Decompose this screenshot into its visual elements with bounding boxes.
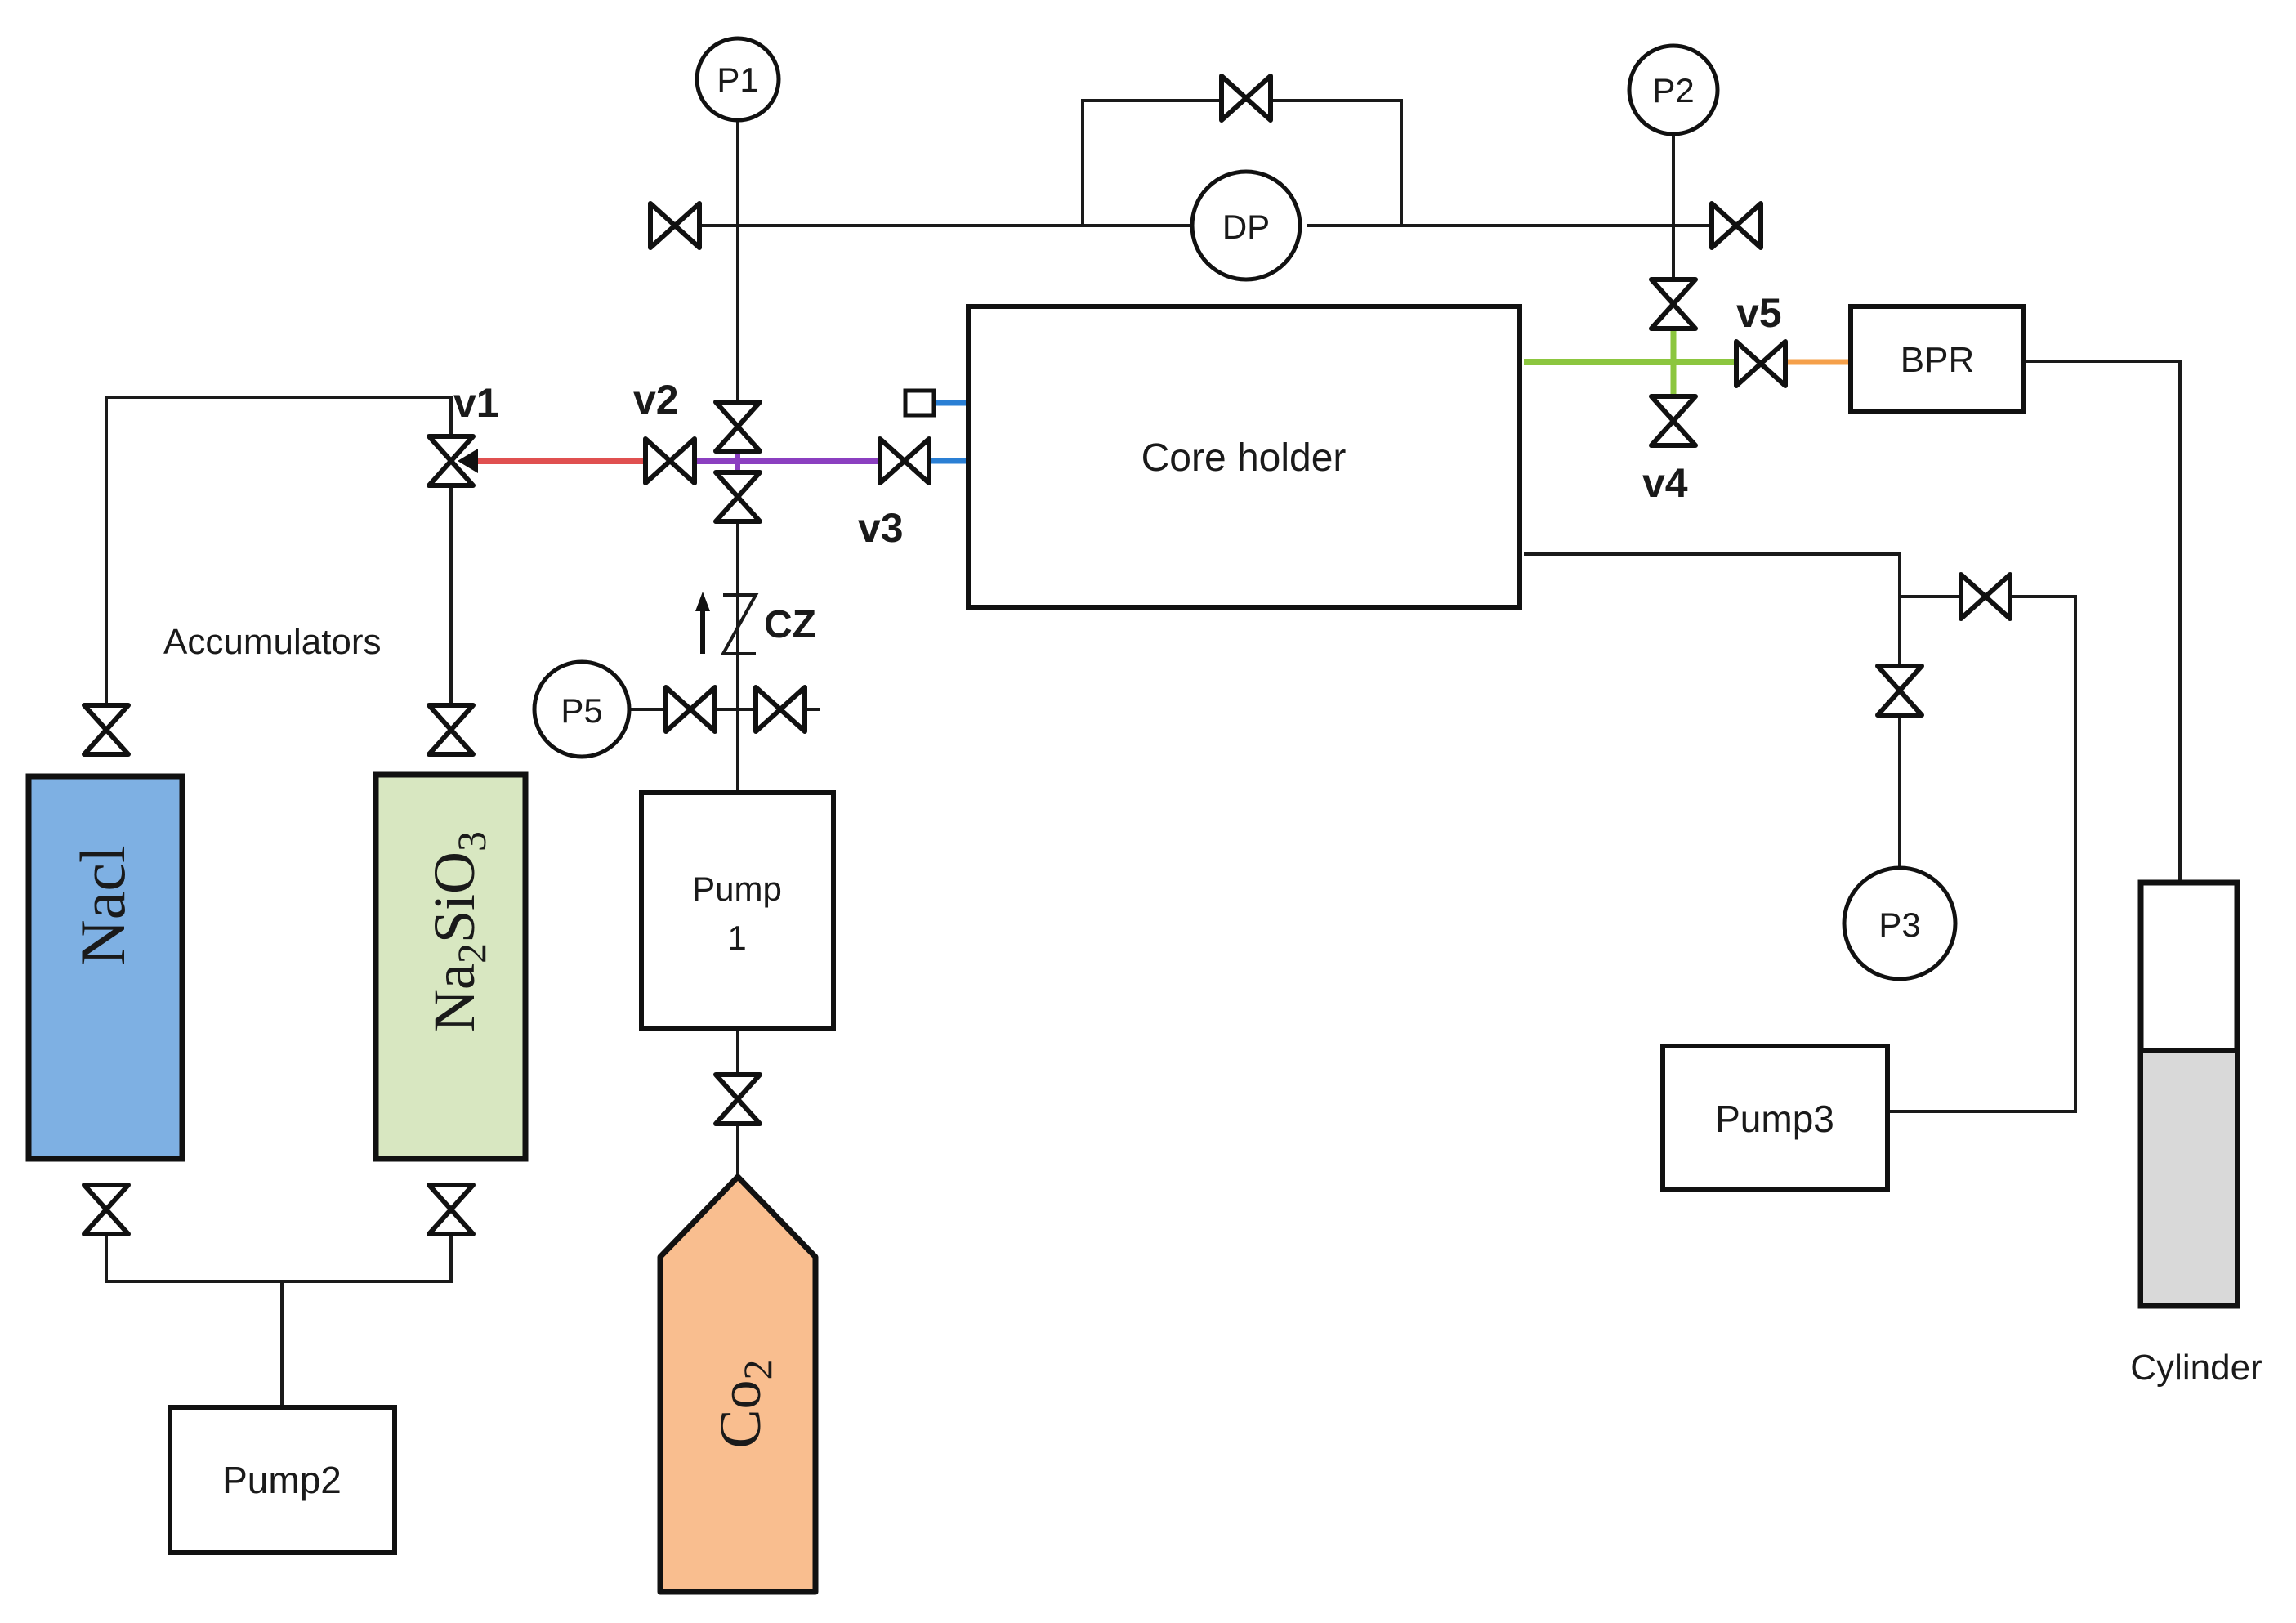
valve-v5: [1734, 339, 1788, 388]
pump1-box: Pump 1: [639, 790, 836, 1031]
valve-label-v4: v4: [1642, 460, 1688, 506]
valve-nacl-top: [82, 703, 131, 757]
valve-pump3-top: [1959, 572, 2012, 621]
valves: [82, 74, 2012, 1236]
na2sio3-sub-3: 3: [449, 831, 494, 852]
valve-v4: [1649, 394, 1698, 448]
valve-na2sio3-bottom: [427, 1183, 476, 1236]
valve-v2: [643, 436, 697, 485]
co2-sub-2: 2: [735, 1359, 780, 1379]
valve-labels: v1 v2 v3 v4 v5: [453, 290, 1782, 551]
gauge-dp-label: DP: [1222, 208, 1270, 246]
valve-p1-left: [648, 201, 702, 250]
valve-dp-bypass: [1219, 74, 1273, 123]
gauge-p2: P2: [1627, 43, 1720, 136]
colored-lines: [478, 315, 1848, 499]
valve-label-v1: v1: [453, 380, 499, 426]
gauge-p1: P1: [695, 36, 781, 123]
gauge-p5-label: P5: [561, 691, 602, 730]
valve-top-right: [1709, 201, 1763, 250]
valve-v1: [427, 434, 476, 488]
gauge-dp: DP: [1190, 169, 1302, 282]
collection-cylinder: Cylinder: [2130, 879, 2262, 1388]
valve-trunk-lower: [713, 470, 762, 524]
gauge-p1-label: P1: [717, 60, 758, 99]
piping: [105, 99, 2182, 1407]
valve-label-v5: v5: [1736, 290, 1782, 336]
accumulator-na2sio3: Na2SiO3: [373, 771, 529, 1162]
v1-actuator-icon: [458, 449, 478, 473]
small-port-square: [903, 388, 936, 418]
nacl-label: Nacl: [67, 845, 138, 965]
co2-label: Co2: [708, 1359, 780, 1448]
valve-pump1-co2: [713, 1072, 762, 1126]
pump1-label-line2: 1: [727, 919, 746, 957]
valve-na2sio3-top: [427, 703, 476, 757]
valve-p3: [1875, 664, 1924, 718]
co2-tank: Co2: [657, 1174, 819, 1595]
gauge-p5: P5: [532, 659, 632, 759]
check-valve-cz: CZ: [695, 592, 816, 655]
valve-nacl-bottom: [82, 1183, 131, 1236]
na2sio3-part-na: Na: [422, 964, 487, 1032]
accumulators-label: Accumulators: [163, 622, 382, 662]
bpr-label: BPR: [1901, 340, 1974, 380]
gauge-p2-label: P2: [1652, 71, 1694, 110]
valve-label-v2: v2: [633, 377, 679, 423]
accumulator-nacl: Nacl: [25, 773, 185, 1162]
valve-p2-lower: [1649, 277, 1698, 331]
valve-label-v3: v3: [858, 505, 904, 551]
valve-p5-right: [753, 685, 807, 734]
na2sio3-sub-2: 2: [449, 943, 494, 964]
valve-v3: [878, 436, 931, 485]
valve-trunk-upper: [713, 400, 762, 454]
core-holder: Core holder: [966, 304, 1522, 610]
co2-part-co: Co: [708, 1379, 773, 1448]
na2sio3-part-sio: SiO: [422, 852, 487, 943]
pump3-box: Pump3: [1660, 1044, 1890, 1192]
gauge-p3-label: P3: [1878, 905, 1920, 944]
valve-p5-left: [663, 685, 717, 734]
pump1-label-line1: Pump: [692, 870, 782, 908]
na2sio3-label: Na2SiO3: [422, 831, 494, 1032]
cz-label: CZ: [764, 603, 816, 646]
gauge-p3: P3: [1842, 865, 1958, 981]
pump2-label: Pump2: [222, 1459, 342, 1501]
pump2-box: Pump2: [168, 1405, 397, 1555]
cylinder-label: Cylinder: [2130, 1348, 2262, 1388]
bpr-box: BPR: [1848, 304, 2026, 414]
core-holder-label: Core holder: [1141, 436, 1347, 480]
pump3-label: Pump3: [1715, 1098, 1834, 1140]
